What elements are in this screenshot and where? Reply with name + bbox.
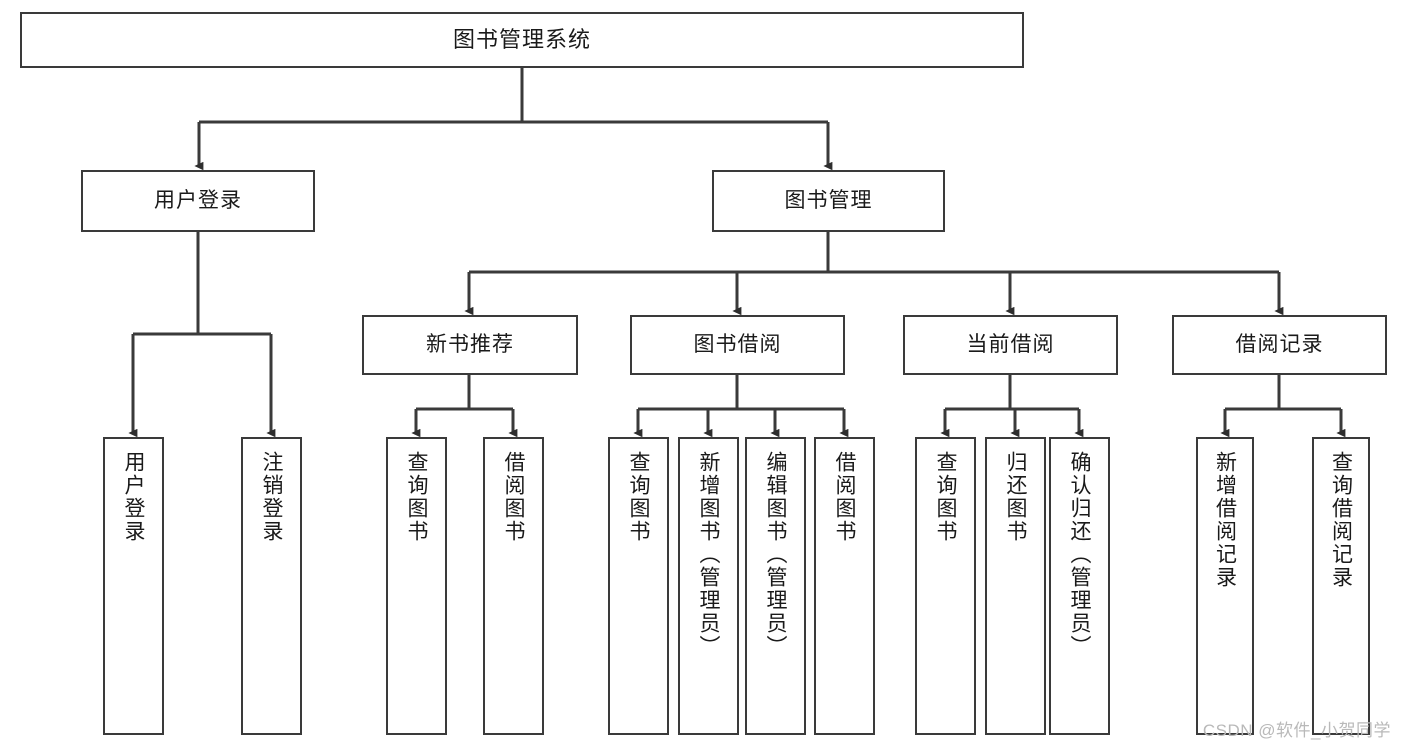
node-leaf-label: 查询图书 — [405, 451, 428, 543]
node-leaf-label: 查询图书 — [627, 451, 650, 543]
csdn-watermark: CSDN @软件_小贺同学 — [1202, 721, 1391, 740]
node-leaf-add-borrow-record[interactable]: 新增借阅记录 — [1196, 437, 1254, 735]
node-leaf-label: 查询图书 — [934, 451, 957, 543]
node-leaf-label: 新增图书（管理员） — [697, 451, 720, 658]
node-leaf-edit-book-admin[interactable]: 编辑图书（管理员） — [745, 437, 806, 735]
node-level3-borrow-record[interactable]: 借阅记录 — [1172, 315, 1387, 375]
node-leaf-query-borrow-record[interactable]: 查询借阅记录 — [1312, 437, 1370, 735]
node-leaf-label: 新增借阅记录 — [1213, 451, 1237, 589]
node-leaf-label: 确认归还（管理员） — [1068, 451, 1091, 658]
node-leaf-logout[interactable]: 注销登录 — [241, 437, 302, 735]
node-leaf-borrow-book[interactable]: 借阅图书 — [814, 437, 875, 735]
node-leaf-label: 注销登录 — [260, 451, 283, 543]
node-leaf-query-book-recommend[interactable]: 查询图书 — [386, 437, 447, 735]
node-level3-current-borrow[interactable]: 当前借阅 — [903, 315, 1118, 375]
node-level2-user-login[interactable]: 用户登录 — [81, 170, 315, 232]
node-leaf-user-login[interactable]: 用户登录 — [103, 437, 164, 735]
node-leaf-borrow-book-recommend[interactable]: 借阅图书 — [483, 437, 544, 735]
node-root[interactable]: 图书管理系统 — [20, 12, 1024, 68]
node-leaf-query-book-current[interactable]: 查询图书 — [915, 437, 976, 735]
node-leaf-return-book[interactable]: 归还图书 — [985, 437, 1046, 735]
node-leaf-label: 查询借阅记录 — [1329, 451, 1353, 589]
node-leaf-label: 借阅图书 — [833, 451, 856, 543]
node-level2-book-management[interactable]: 图书管理 — [712, 170, 945, 232]
node-leaf-label: 借阅图书 — [502, 451, 525, 543]
node-leaf-label: 编辑图书（管理员） — [764, 451, 787, 658]
node-leaf-query-book-borrow[interactable]: 查询图书 — [608, 437, 669, 735]
node-leaf-add-book-admin[interactable]: 新增图书（管理员） — [678, 437, 739, 735]
node-level3-new-book-recommend[interactable]: 新书推荐 — [362, 315, 578, 375]
node-leaf-label: 归还图书 — [1004, 451, 1027, 543]
node-leaf-label: 用户登录 — [122, 451, 145, 543]
node-level3-book-borrow[interactable]: 图书借阅 — [630, 315, 845, 375]
node-leaf-confirm-return-admin[interactable]: 确认归还（管理员） — [1049, 437, 1110, 735]
